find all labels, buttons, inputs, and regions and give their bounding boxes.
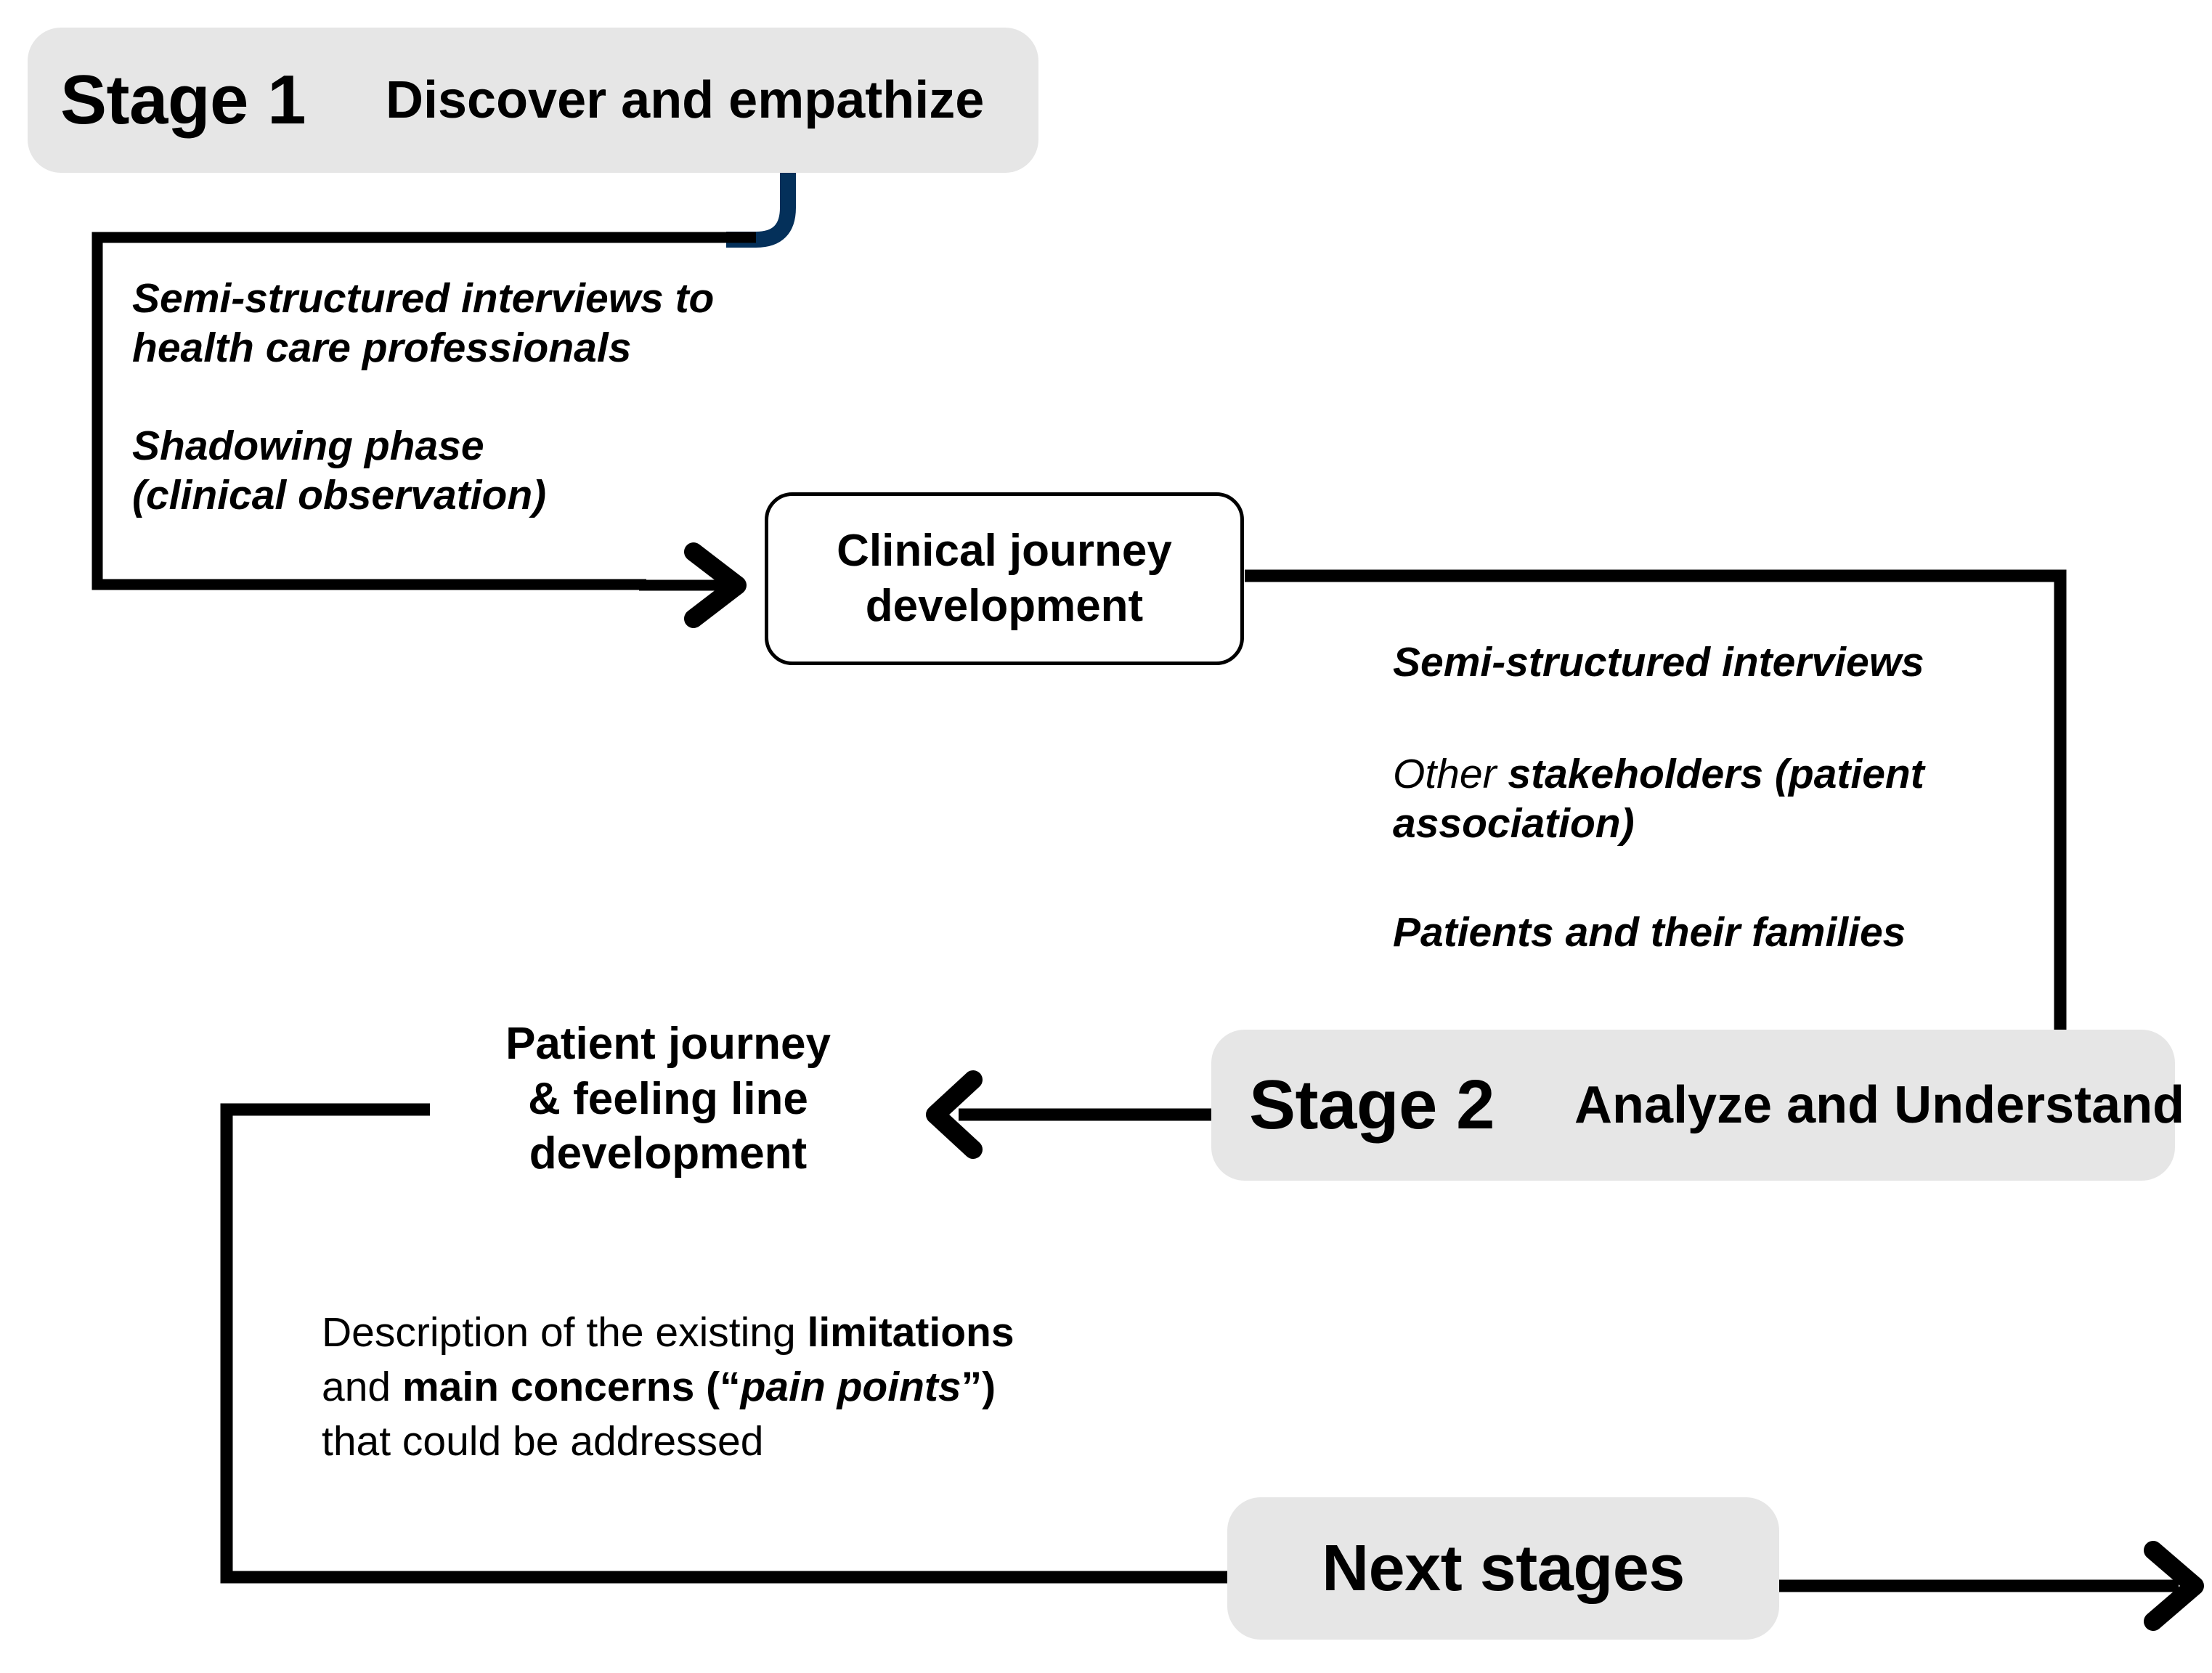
stage2-note-patients-families: Patients and their families [1393, 908, 2119, 957]
patient-journey-development-node[interactable]: Patient journey & feeling line developme… [428, 1017, 908, 1181]
stage-1-number: Stage 1 [60, 61, 306, 139]
stage2-note-stakeholders-bold1: stakeholders (patient [1508, 751, 1924, 797]
arrowhead-next-stages [2144, 1541, 2204, 1631]
stage-1-banner[interactable]: Stage 1 Discover and empathize [28, 28, 1038, 173]
next-stages-banner[interactable]: Next stages [1227, 1497, 1779, 1640]
stage-2-banner[interactable]: Stage 2 Analyze and Understand [1211, 1030, 2184, 1181]
stage2-note-stakeholders: Other stakeholders (patient association) [1393, 749, 2090, 849]
stage1-navy-connector [726, 171, 796, 248]
outcome-line2-prefix: and [322, 1364, 402, 1411]
stage-1-title: Discover and empathize [385, 71, 985, 129]
stage1-note-shadowing-line2: (clinical observation) [132, 472, 547, 519]
clinical-journey-node-line1: Clinical journey [837, 526, 1172, 577]
stage2-note-patients-families-text: Patients and their families [1393, 909, 1906, 956]
stage2-note-interviews: Semi-structured interviews [1393, 638, 2119, 687]
outcome-line1-prefix: Description of the existing [322, 1309, 808, 1356]
clinical-journey-development-node[interactable]: Clinical journey development [765, 492, 1244, 665]
stage1-note-shadowing-line1: Shadowing phase [132, 423, 484, 469]
stage2-note-stakeholders-line2: association) [1393, 800, 1635, 847]
stage1-note-interviews-line1: Semi-structured interviews to [132, 275, 715, 322]
arrowhead-to-patient-node [926, 1070, 983, 1159]
outcome-description-line2: and main concerns (“pain points”) [322, 1360, 1193, 1414]
outcome-line2-bold: main concerns (“ [402, 1364, 741, 1411]
clinical-journey-node-text: Clinical journey development [837, 524, 1172, 633]
stage-2-number: Stage 2 [1249, 1066, 1495, 1144]
patient-journey-line3: development [529, 1128, 808, 1179]
next-stages-label: Next stages [1322, 1531, 1685, 1605]
stage1-note-interviews-line2: health care professionals [132, 325, 632, 372]
stage2-note-stakeholders-line1: Other stakeholders (patient [1393, 749, 2090, 799]
stage-2-title: Analyze and Understand [1574, 1076, 2185, 1134]
outcome-line1-bold: limitations [807, 1309, 1014, 1356]
patient-journey-line1: Patient journey [505, 1019, 831, 1069]
arrowhead-to-clinical-node [684, 542, 747, 628]
outcome-line2-italic: pain points [740, 1364, 961, 1411]
clinical-journey-node-line2: development [865, 581, 1144, 631]
outcome-description-line3: that could be addressed [322, 1418, 764, 1465]
outcome-line2-bold-close: ”) [961, 1364, 996, 1411]
patient-journey-line2: & feeling line [528, 1073, 808, 1124]
outcome-description-line1: Description of the existing limitations [322, 1306, 1193, 1360]
outcome-description-note: Description of the existing limitations … [322, 1306, 1193, 1470]
stage2-note-other-word: Other [1393, 751, 1508, 797]
stage1-note-interviews: Semi-structured interviews to health car… [132, 274, 822, 373]
stage2-note-interviews-text: Semi-structured interviews [1393, 639, 1924, 685]
stage1-note-shadowing: Shadowing phase (clinical observation) [132, 421, 822, 521]
